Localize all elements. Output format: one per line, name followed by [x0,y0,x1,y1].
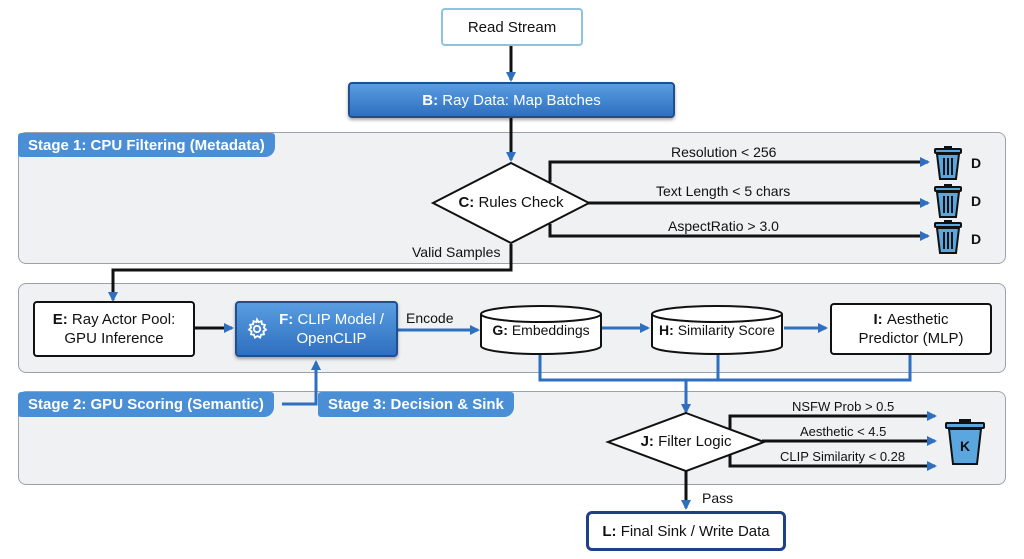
read-stream-label: Read Stream [467,18,557,36]
clip-similarity-label: CLIP Similarity < 0.28 [780,449,906,464]
filter-logic-label: Filter Logic [658,433,732,450]
embeddings-label: Embeddings [511,322,590,338]
similarity-score-label: Similarity Score [677,322,775,338]
aesthetic-predictor-line1: Aesthetic [886,311,949,328]
aesthetic-predictor-line2: Predictor (MLP) [858,330,964,347]
discard-d1-label: D [971,155,982,171]
final-sink-node: L: Final Sink / Write Data [586,511,786,551]
discard-d2-label: D [971,193,982,209]
embeddings-key: G: [492,322,508,338]
trash-icon [934,184,962,218]
rules-check-diamond [430,161,592,245]
final-sink-key: L: [602,522,617,540]
clip-model-line2: OpenCLIP [296,330,367,347]
embeddings-cylinder [480,305,602,355]
stage1-tab: Stage 1: CPU Filtering (Metadata) [18,133,275,157]
pass-label: Pass [702,490,734,506]
nsfw-label: NSFW Prob > 0.5 [792,399,895,414]
aesthetic-predictor-key: I: [873,311,883,328]
filter-logic-key: J: [640,433,654,450]
gear-icon [247,317,268,339]
edge-h-j [686,355,720,382]
filter-logic-text: J: Filter Logic [622,433,750,450]
trash-icon [945,419,985,465]
rules-check-label: Rules Check [478,194,564,211]
trash-icon [934,146,962,180]
similarity-score-cylinder [651,305,783,355]
read-stream-node: Read Stream [441,8,583,46]
discard-k-label: K [959,438,971,454]
map-batches-node: B: Ray Data: Map Batches [348,82,675,118]
rules-check-text: C: Rules Check [445,194,577,211]
ray-actor-pool-line2: GPU Inference [64,330,164,347]
trash-icon [934,220,962,254]
edge-g-j [538,355,686,382]
edge-stage2-f [282,360,321,406]
rules-check-key: C: [458,194,475,211]
similarity-score-key: H: [659,322,674,338]
edge-c-e [108,244,513,302]
edge-i-j [686,355,912,382]
edge-j-k3 [728,452,937,471]
valid-samples-label: Valid Samples [412,244,501,260]
clip-model-key: F: [279,311,294,328]
clip-model-node: F: CLIP Model / OpenCLIP [235,301,398,357]
clip-model-line1: CLIP Model / [297,311,384,328]
resolution-label: Resolution < 256 [671,144,777,160]
map-batches-key: B: [422,91,439,109]
text-length-label: Text Length < 5 chars [656,183,791,199]
stage2-tab: Stage 2: GPU Scoring (Semantic) [18,392,274,417]
aesthetic-label: Aesthetic < 4.5 [800,424,887,439]
similarity-score-text: H: Similarity Score [652,322,782,338]
encode-label: Encode [406,310,454,326]
discard-d3-label: D [971,231,982,247]
ray-actor-pool-line1: Ray Actor Pool: [71,311,176,328]
stage3-tab: Stage 3: Decision & Sink [318,392,514,417]
ray-actor-pool-node: E: Ray Actor Pool: GPU Inference [33,301,195,357]
final-sink-label: Final Sink / Write Data [620,522,770,540]
edge-c-d1 [548,157,930,182]
ray-actor-pool-key: E: [52,311,68,328]
edge-j-k1 [728,411,937,432]
edge-c-d3 [548,224,930,241]
map-batches-label: Ray Data: Map Batches [442,91,601,109]
aesthetic-predictor-node: I: Aesthetic Predictor (MLP) [830,303,992,355]
filter-logic-diamond [605,411,767,473]
embeddings-text: G: Embeddings [481,322,601,338]
aspect-ratio-label: AspectRatio > 3.0 [668,218,779,234]
